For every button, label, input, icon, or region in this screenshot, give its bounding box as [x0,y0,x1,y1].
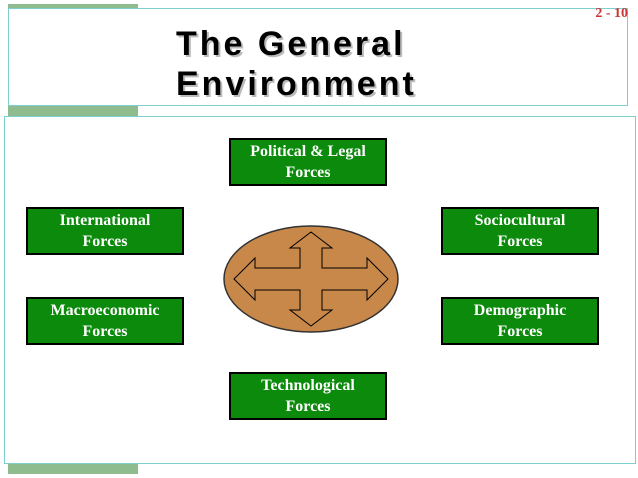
political-line-1: Political & Legal [250,143,366,160]
title-line-2: Environment [176,65,417,103]
environment-ellipse [223,225,399,333]
page-title: The General Environment [176,24,496,104]
technological-line-2: Forces [285,398,331,415]
technological-line-1: Technological [261,377,355,394]
demographic-forces-box: Demographic Forces [441,297,599,345]
slide-number: 2 - 10 [595,6,628,21]
technological-forces-box: Technological Forces [229,372,387,420]
political-legal-forces-box: Political & Legal Forces [229,138,387,186]
demographic-line-2: Forces [497,323,543,340]
demographic-line-1: Demographic [473,302,567,319]
international-forces-box: International Forces [26,207,184,255]
title-line-1: The General [176,25,406,63]
macroeconomic-line-1: Macroeconomic [50,302,160,319]
international-line-1: International [59,212,151,229]
international-line-2: Forces [82,233,128,250]
political-line-2: Forces [285,164,331,181]
four-way-arrow-icon [233,231,389,327]
title-panel [8,8,628,106]
sociocultural-forces-box: Sociocultural Forces [441,207,599,255]
macroeconomic-forces-box: Macroeconomic Forces [26,297,184,345]
sociocultural-line-1: Sociocultural [474,212,566,229]
macroeconomic-line-2: Forces [82,323,128,340]
sociocultural-line-2: Forces [497,233,543,250]
